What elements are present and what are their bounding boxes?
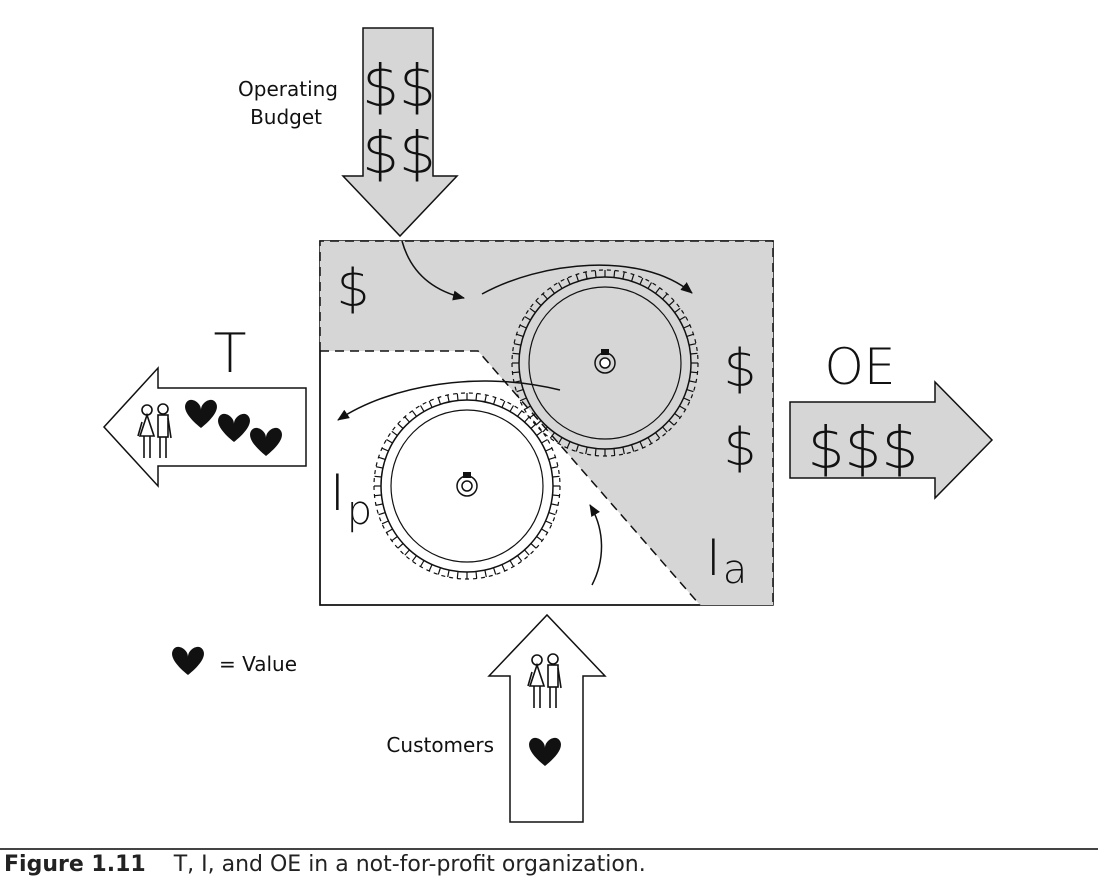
ip-label: Ip xyxy=(330,464,372,534)
t-label: T xyxy=(214,322,247,385)
ip-label-main: I xyxy=(330,464,345,522)
value-legend-label: = Value xyxy=(219,652,297,676)
customers-label: Customers xyxy=(386,733,494,757)
flow-arrow-budget-in xyxy=(401,240,465,301)
flow-arrow-throughput-out xyxy=(337,380,561,421)
gear-production-teeth xyxy=(374,393,560,579)
operating-budget-label-line2: Budget xyxy=(250,105,322,129)
throughput-arrow xyxy=(102,366,307,488)
ia-label-main: I xyxy=(706,529,721,587)
dashed-boundary xyxy=(320,350,701,606)
figure-number: Figure 1.11 xyxy=(4,852,146,877)
solid-box-border xyxy=(319,351,700,606)
operating-budget-arrow xyxy=(341,27,459,238)
gear-operating-teeth xyxy=(512,270,698,456)
flow-arrow-customers-in xyxy=(589,504,603,586)
right-dollar-2: $ xyxy=(723,418,756,478)
figure-caption: Figure 1.11 T, I, and OE in a not-for-pro… xyxy=(4,852,1104,877)
budget-dollars-row2: $$ xyxy=(362,119,436,187)
flow-arrow-to-operating-gear xyxy=(481,264,693,295)
figure-caption-text: T, I, and OE in a not-for-profit organiz… xyxy=(173,852,646,877)
right-dollar-1: $ xyxy=(723,339,756,399)
box-dollar-label: $ xyxy=(336,259,369,319)
ip-label-sub: p xyxy=(347,488,372,534)
ia-label-sub: a xyxy=(723,547,748,593)
heart-icon-legend xyxy=(172,646,204,675)
oe-dollars: $$$ xyxy=(808,414,919,482)
operating-expense-arrow xyxy=(789,380,994,500)
budget-dollars-row1: $$ xyxy=(362,52,436,120)
operating-budget-label-line1: Operating xyxy=(238,77,338,101)
ia-label: Ia xyxy=(706,529,747,593)
customers-arrow xyxy=(487,613,607,823)
dashed-box-border xyxy=(319,240,774,605)
oe-label: OE xyxy=(825,338,896,396)
caption-divider xyxy=(0,848,1098,850)
